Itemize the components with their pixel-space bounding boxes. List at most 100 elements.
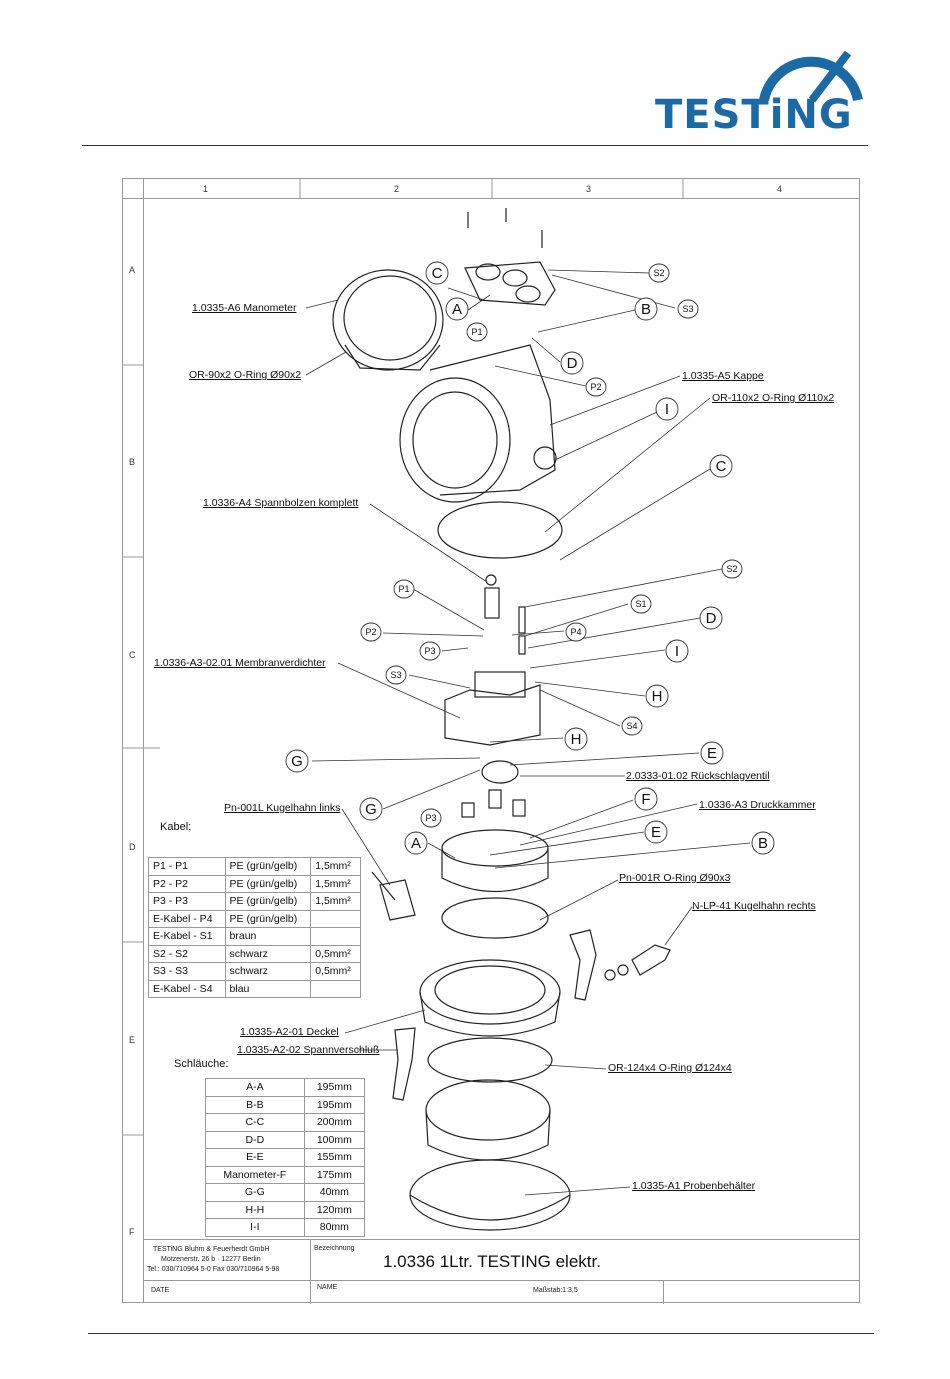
- title-block-divider: [663, 1280, 664, 1304]
- table-cell: G-G: [205, 1183, 305, 1202]
- label-manometer: 1.0335-A6 Manometer: [192, 302, 297, 314]
- table-cell: 1,5mm²: [310, 874, 361, 893]
- grid-row-c: C: [129, 650, 136, 660]
- callout-h-right: H: [651, 688, 663, 705]
- callout-e-lower: E: [650, 824, 661, 841]
- company-line3: Tel.: 030/710964 5-0 Fax 030/710964 5-98: [147, 1266, 280, 1273]
- callout-i-mid: I: [674, 643, 680, 660]
- grid-col-4: 4: [777, 184, 783, 194]
- table-cell: B-B: [205, 1095, 305, 1114]
- table-cell: [310, 927, 361, 946]
- table-cell: PE (grün/gelb): [224, 892, 312, 911]
- table-cell: D-D: [205, 1130, 305, 1149]
- table-cell: H-H: [205, 1200, 305, 1219]
- table-cell: 200mm: [303, 1113, 366, 1132]
- callout-g-lower: G: [365, 801, 377, 818]
- logo-arc-icon: [759, 50, 863, 103]
- pill-p3-lower: P3: [425, 813, 437, 823]
- table-cell: S3 - S3: [148, 962, 226, 981]
- label-probenbehaelter: 1.0335-A1 Probenbehälter: [632, 1180, 756, 1192]
- pill-s3-top: S3: [682, 304, 694, 314]
- header-rule: [82, 145, 868, 146]
- table-cell: braun: [224, 927, 312, 946]
- table-cell: [310, 979, 361, 998]
- table-cell: E-E: [205, 1148, 305, 1167]
- grid-row-d: D: [129, 842, 136, 852]
- table-cell: 195mm: [303, 1095, 366, 1114]
- callout-d-top: D: [566, 355, 578, 372]
- table-cell: E-Kabel - S4: [148, 979, 226, 998]
- table-cell: schwarz: [224, 962, 312, 981]
- pill-s1: S1: [635, 599, 647, 609]
- table-cell: PE (grün/gelb): [224, 874, 312, 893]
- table-cell: 1,5mm²: [310, 857, 361, 876]
- grid-col-2: 2: [394, 184, 400, 194]
- callout-a-top: A: [451, 301, 462, 318]
- callout-c-mid: C: [715, 458, 727, 475]
- callout-c-top: C: [431, 265, 443, 282]
- callout-i-top: I: [664, 401, 670, 418]
- pill-p1-mid: P1: [398, 584, 410, 594]
- title-block-divider: [143, 1280, 860, 1281]
- pill-s4: S4: [626, 721, 638, 731]
- scale-label: Maßstab:1:3,5: [533, 1287, 578, 1294]
- label-kugelhahn-rechts: N-LP-41 Kugelhahn rechts: [692, 900, 816, 912]
- callout-f: F: [641, 791, 651, 808]
- table-cell: 0,5mm²: [310, 962, 361, 981]
- grid-col-3: 3: [586, 184, 592, 194]
- grid-row-f: F: [129, 1227, 135, 1237]
- schlaeuche-title: Schläuche:: [174, 1058, 229, 1070]
- table-cell: 80mm: [303, 1218, 366, 1237]
- label-oring-110x2: OR-110x2 O-Ring Ø110x2: [712, 392, 835, 404]
- pill-s3-mid: S3: [390, 670, 402, 680]
- label-spannverschluss: 1.0335-A2-02 Spannverschluß: [237, 1044, 380, 1056]
- callout-h-left: H: [570, 731, 582, 748]
- pill-s2-top: S2: [653, 268, 665, 278]
- column-ruler: [122, 198, 860, 199]
- pill-p3-mid: P3: [424, 646, 436, 656]
- label-deckel: 1.0335-A2-01 Deckel: [240, 1026, 339, 1038]
- footer-rule: [88, 1333, 874, 1334]
- label-oring-124x4: OR-124x4 O-Ring Ø124x4: [608, 1062, 732, 1074]
- drawing-title: 1.0336 1Ltr. TESTING elektr.: [383, 1252, 601, 1271]
- pill-p1-top: P1: [471, 327, 483, 337]
- pill-p2-top: P2: [590, 382, 602, 392]
- table-cell: P2 - P2: [148, 874, 226, 893]
- callout-a-lower: A: [410, 835, 421, 852]
- callout-g-upper: G: [291, 753, 303, 770]
- label-membranverdichter: 1.0336-A3-02.01 Membranverdichter: [154, 657, 326, 669]
- table-cell: A-A: [205, 1078, 305, 1097]
- date-label: DATE: [151, 1287, 170, 1294]
- label-oring-90x2: OR-90x2 O-Ring Ø90x2: [189, 369, 302, 381]
- table-cell: schwarz: [224, 944, 312, 963]
- table-cell: PE (grün/gelb): [224, 857, 312, 876]
- label-kugelhahn-links: Pn-001L Kugelhahn links: [224, 802, 341, 814]
- table-cell: S2 - S2: [148, 944, 226, 963]
- table-cell: PE (grün/gelb): [224, 909, 312, 928]
- table-cell: 1,5mm²: [310, 892, 361, 911]
- label-spannbolzen: 1.0336-A4 Spannbolzen komplett: [203, 497, 359, 509]
- table-cell: 155mm: [303, 1148, 366, 1167]
- pill-s2-mid: S2: [726, 564, 738, 574]
- grid-col-1: 1: [203, 184, 209, 194]
- table-cell: blau: [224, 979, 312, 998]
- company-line2: Motzenerstr. 26 b · 12277 Berlin: [161, 1256, 261, 1263]
- table-cell: 100mm: [303, 1130, 366, 1149]
- drawing-frame: [122, 178, 860, 1303]
- table-cell: 195mm: [303, 1078, 366, 1097]
